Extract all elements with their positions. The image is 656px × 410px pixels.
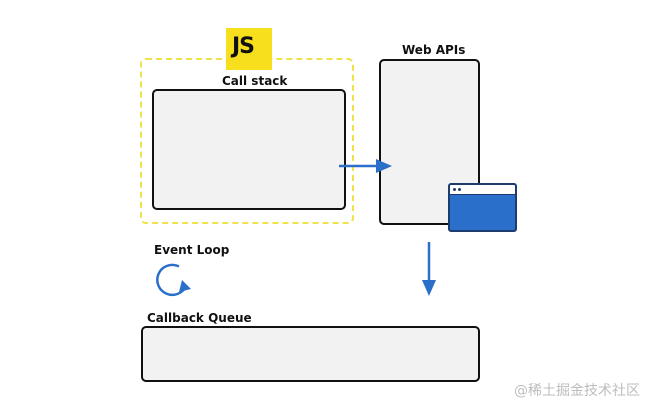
callback-queue-panel: [141, 326, 480, 382]
web-apis-label: Web APIs: [402, 43, 466, 57]
arrow-down-icon: [422, 242, 436, 296]
browser-window-icon: [448, 183, 517, 232]
js-logo-text: JS: [232, 34, 255, 59]
call-stack-panel: [152, 89, 346, 210]
call-stack-label: Call stack: [222, 74, 288, 88]
watermark-text: @稀土掘金技术社区: [514, 383, 640, 399]
refresh-loop-icon: [156, 263, 191, 297]
arrow-right-icon: [339, 159, 392, 173]
event-loop-label: Event Loop: [154, 243, 230, 257]
browser-dot: [453, 188, 456, 191]
browser-title-bar: [450, 185, 515, 195]
browser-dot: [458, 188, 461, 191]
js-logo-icon: JS: [226, 28, 272, 70]
callback-queue-label: Callback Queue: [147, 311, 252, 325]
